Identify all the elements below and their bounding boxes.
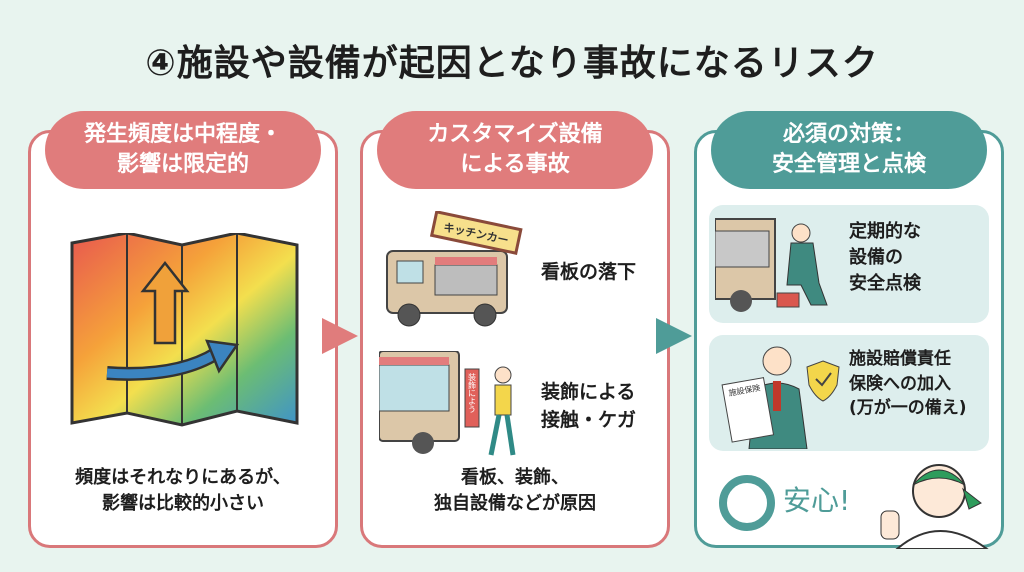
page-title: ④施設や設備が起因となり事故になるリスク <box>145 43 879 84</box>
caption-line: 影響は比較的小さい <box>102 493 264 515</box>
caption-line: 独自設備などが原因 <box>434 493 596 515</box>
arrow-right-icon <box>656 318 692 354</box>
header-line: 影響は限定的 <box>116 152 249 177</box>
label-line: 装飾による <box>541 381 636 403</box>
label-line: 保険への加入 <box>849 373 951 394</box>
mechanic-inspecting-truck-icon <box>715 218 828 312</box>
panel-frequency: 発生頻度は中程度・影響は限定的 頻度はそれなりにあるが、影響は比較的小さい <box>28 111 338 548</box>
panel-caption: 頻度はそれなりにあるが、影響は比較的小さい <box>31 465 335 517</box>
header-line: 安全管理と点検 <box>771 152 926 177</box>
panel-caption: 看板、装飾、独自設備などが原因 <box>363 465 667 517</box>
caption-line: 頻度はそれなりにあるが、 <box>75 467 291 488</box>
label-line: (万が一の備え) <box>849 398 967 419</box>
card-insurance: 施設保険 施設賠償責任保険への加入 (万が一の備え) <box>709 335 989 451</box>
panel-header: カスタマイズ設備による事故 <box>377 111 653 189</box>
banner-text: 装飾によう <box>468 372 477 413</box>
header-line: による事故 <box>460 152 570 177</box>
circle-mark-icon <box>719 475 775 531</box>
label-line: 設備の <box>849 247 903 269</box>
panel-custom-equipment: カスタマイズ設備による事故 キッチンカー 看板の落下 装飾によう 装飾による接触… <box>360 111 670 548</box>
label-line: 施設賠償責任 <box>849 349 951 369</box>
header-line: カスタマイズ設備 <box>427 122 603 148</box>
caption-line: 看板、装飾、 <box>461 467 569 488</box>
label-line: 接触・ケガ <box>541 408 637 431</box>
panel-header: 必須の対策： 安全管理と点検 <box>711 111 987 189</box>
header-line: 発生頻度は中程度・ <box>83 122 282 148</box>
header-line: 必須の対策： <box>782 122 915 148</box>
panel-countermeasures: 必須の対策： 安全管理と点検 定期的な設備の安全点検 施設保険 施設賠償責任保険へ… <box>694 111 1004 549</box>
item-label: 定期的な設備の安全点検 <box>849 219 921 297</box>
item-label: 施設賠償責任保険への加入 (万が一の備え) <box>849 347 967 421</box>
map-icon <box>70 233 299 427</box>
reassurance-text: 安心! <box>783 484 851 517</box>
kitchen-car-falling-sign-icon: キッチンカー <box>386 211 523 327</box>
man-with-insurance-document-icon: 施設保険 <box>721 346 840 449</box>
label-line: 定期的な <box>849 221 921 242</box>
woman-thumbs-up-icon <box>880 464 989 549</box>
arrow-right-icon <box>322 318 358 354</box>
label-line: 安全点検 <box>849 273 921 295</box>
woman-hit-by-banner-icon: 装飾によう <box>379 351 516 456</box>
item-label: 看板の落下 <box>541 261 637 283</box>
card-inspection: 定期的な設備の安全点検 <box>709 205 989 323</box>
panel-header: 発生頻度は中程度・影響は限定的 <box>45 111 321 189</box>
item-label: 装飾による接触・ケガ <box>541 379 636 434</box>
